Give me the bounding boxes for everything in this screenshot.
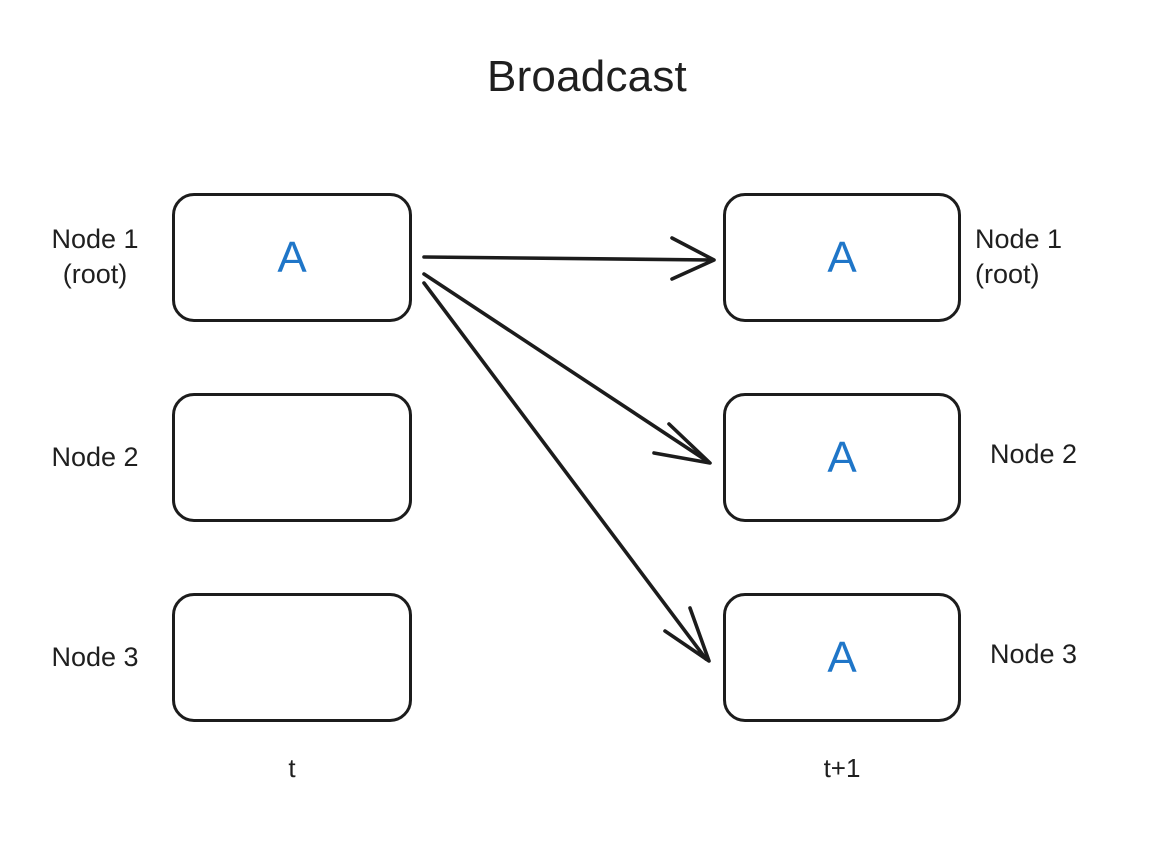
arrow-root-to-node2	[422, 272, 712, 465]
right-node-1-value: A	[827, 232, 857, 282]
right-node-2-label: Node 2	[990, 439, 1078, 469]
left-node-2-label: Node 2	[51, 442, 139, 472]
arrow-root-to-node1	[422, 236, 716, 281]
left-node-3-label: Node 3	[51, 642, 139, 672]
left-time-label: t	[288, 753, 296, 783]
right-node-2-box[interactable]: A	[723, 393, 961, 522]
right-node-2-value: A	[827, 432, 857, 482]
right-node-3-label: Node 3	[990, 639, 1078, 669]
right-node-3-value: A	[827, 632, 857, 682]
arrow-root-to-node3	[422, 281, 711, 663]
left-node-3-box[interactable]	[172, 593, 412, 722]
right-time-label: t+1	[823, 753, 861, 783]
right-node-1-label: Node 1 (root)	[975, 224, 1063, 290]
left-node-1-box[interactable]: A	[172, 193, 412, 322]
left-node-2-box[interactable]	[172, 393, 412, 522]
page-title: Broadcast	[487, 52, 687, 101]
right-node-3-box[interactable]: A	[723, 593, 961, 722]
left-node-1-label: Node 1 (root)	[51, 224, 139, 290]
right-node-1-box[interactable]: A	[723, 193, 961, 322]
left-node-1-value: A	[277, 232, 307, 282]
